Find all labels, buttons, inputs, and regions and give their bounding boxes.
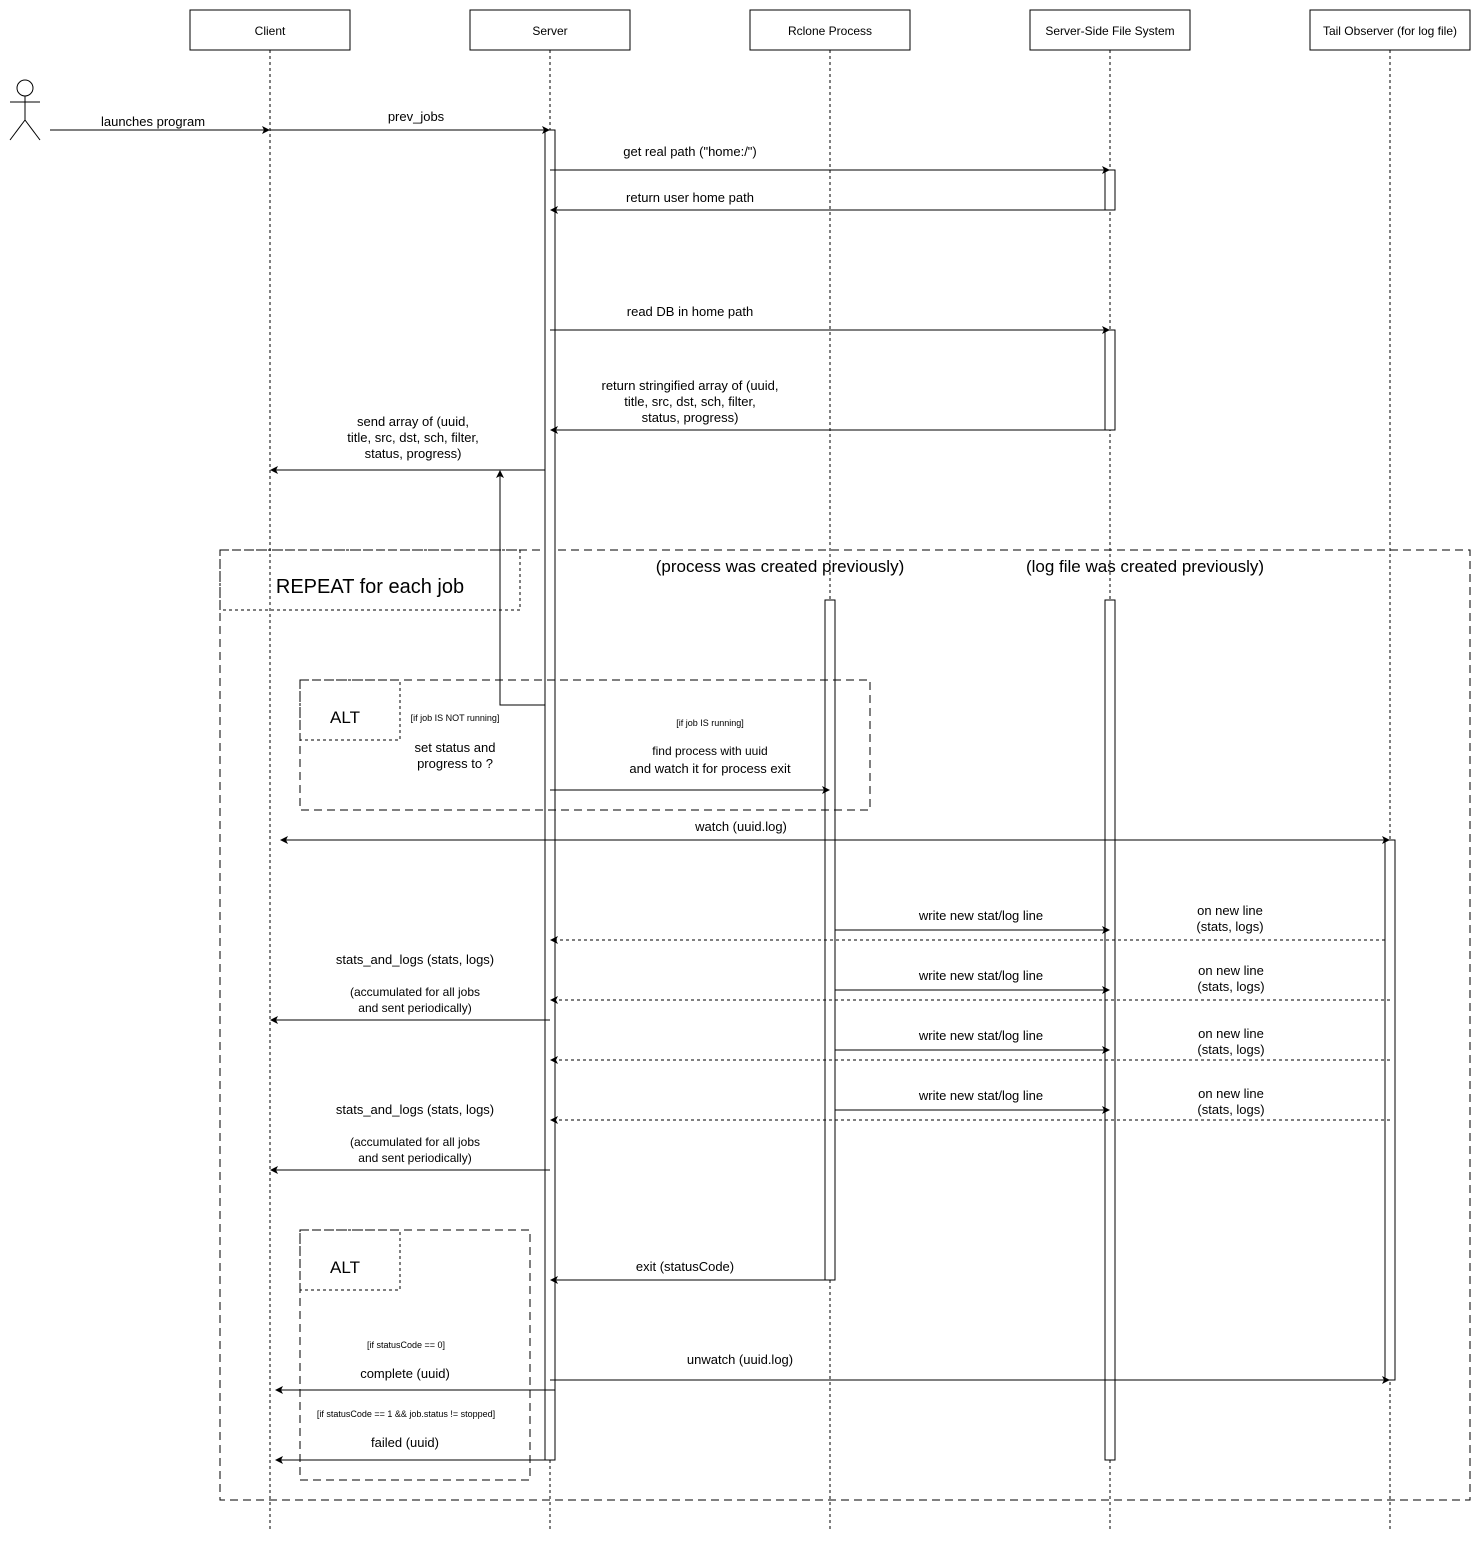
message-complete: complete (uuid) <box>360 1366 450 1381</box>
message-on-new-line: (stats, logs) <box>1197 1042 1264 1057</box>
participant-filesystem: Server-Side File System <box>1029 9 1191 51</box>
activation-tail-observer <box>1384 839 1396 1381</box>
running-action: find process with uuid <box>652 744 767 758</box>
message-arrow <box>496 470 545 706</box>
activation-filesystem <box>1104 169 1116 211</box>
message-write-line: write new stat/log line <box>918 1028 1043 1043</box>
actor-user-icon <box>9 79 41 141</box>
participant-label: Server <box>532 24 567 38</box>
participant-tail-observer: Tail Observer (for log file) <box>1309 9 1471 51</box>
alt-label: ALT <box>330 708 360 727</box>
not-running-action: progress to ? <box>417 756 493 771</box>
guard-not-running: [if job IS NOT running] <box>411 713 500 723</box>
participant-client: Client <box>189 9 351 51</box>
message-on-new-line: on new line <box>1198 963 1264 978</box>
write-row: write new stat/log line on new line (sta… <box>550 963 1390 1004</box>
guard-status-fail: [if statusCode == 1 && job.status != sto… <box>317 1409 495 1419</box>
message-prev-jobs: prev_jobs <box>388 109 445 124</box>
message-return-home: return user home path <box>626 190 754 205</box>
participant-rclone: Rclone Process <box>749 9 911 51</box>
message-accumulated: and sent periodically) <box>358 1151 471 1165</box>
message-return-array: title, src, dst, sch, filter, <box>624 394 755 409</box>
message-accumulated: and sent periodically) <box>358 1001 471 1015</box>
participant-label: Tail Observer (for log file) <box>1323 24 1457 38</box>
message-exit: exit (statusCode) <box>636 1259 734 1274</box>
repeat-frame <box>219 549 1471 1501</box>
alt-label: ALT <box>330 1258 360 1277</box>
not-running-action: set status and <box>415 740 496 755</box>
message-accumulated: (accumulated for all jobs <box>350 985 480 999</box>
write-row: write new stat/log line on new line (sta… <box>550 1086 1390 1124</box>
message-write-line: write new stat/log line <box>918 1088 1043 1103</box>
message-stats-logs: stats_and_logs (stats, logs) <box>336 1102 494 1117</box>
write-row: write new stat/log line on new line (sta… <box>550 1026 1390 1064</box>
participant-label: Rclone Process <box>788 24 872 38</box>
repeat-frame-label: REPEAT for each job <box>276 576 464 598</box>
message-on-new-line: on new line <box>1198 1026 1264 1041</box>
message-send-array: title, src, dst, sch, filter, <box>347 430 478 445</box>
log-file-note: (log file was created previously) <box>1026 557 1264 576</box>
participant-label: Server-Side File System <box>1045 24 1174 38</box>
message-write-line: write new stat/log line <box>918 908 1043 923</box>
guard-running: [if job IS running] <box>676 718 744 728</box>
participant-server: Server <box>469 9 631 51</box>
message-return-array: status, progress) <box>642 410 739 425</box>
repeat-frame-label-box <box>219 549 521 611</box>
message-stats-logs: stats_and_logs (stats, logs) <box>336 952 494 967</box>
message-on-new-line: (stats, logs) <box>1197 1102 1264 1117</box>
stats-logs-message: stats_and_logs (stats, logs) (accumulate… <box>270 1102 550 1174</box>
message-on-new-line: (stats, logs) <box>1196 919 1263 934</box>
message-accumulated: (accumulated for all jobs <box>350 1135 480 1149</box>
activation-filesystem <box>1104 599 1116 1461</box>
participant-label: Client <box>255 24 286 38</box>
message-send-array: status, progress) <box>365 446 462 461</box>
message-unwatch: unwatch (uuid.log) <box>687 1352 793 1367</box>
message-on-new-line: on new line <box>1198 1086 1264 1101</box>
activation-filesystem <box>1104 329 1116 431</box>
message-watch: watch (uuid.log) <box>694 819 787 834</box>
write-row: write new stat/log line on new line (sta… <box>550 903 1385 944</box>
alt-label-box <box>299 679 401 741</box>
message-read-db: read DB in home path <box>627 304 753 319</box>
message-get-real-path: get real path ("home:/") <box>623 144 757 159</box>
message-on-new-line: (stats, logs) <box>1197 979 1264 994</box>
stats-logs-message: stats_and_logs (stats, logs) (accumulate… <box>270 952 550 1024</box>
guard-status-ok: [if statusCode == 0] <box>367 1340 445 1350</box>
running-action: and watch it for process exit <box>629 761 791 776</box>
message-write-line: write new stat/log line <box>918 968 1043 983</box>
message-on-new-line: on new line <box>1197 903 1263 918</box>
message-send-array: send array of (uuid, <box>357 414 469 429</box>
process-note: (process was created previously) <box>656 557 904 576</box>
message-launch: launches program <box>101 114 205 129</box>
alt-frame-exit <box>299 1229 531 1481</box>
alt-label-box <box>299 1229 401 1291</box>
message-failed: failed (uuid) <box>371 1435 439 1450</box>
message-return-array: return stringified array of (uuid, <box>601 378 778 393</box>
